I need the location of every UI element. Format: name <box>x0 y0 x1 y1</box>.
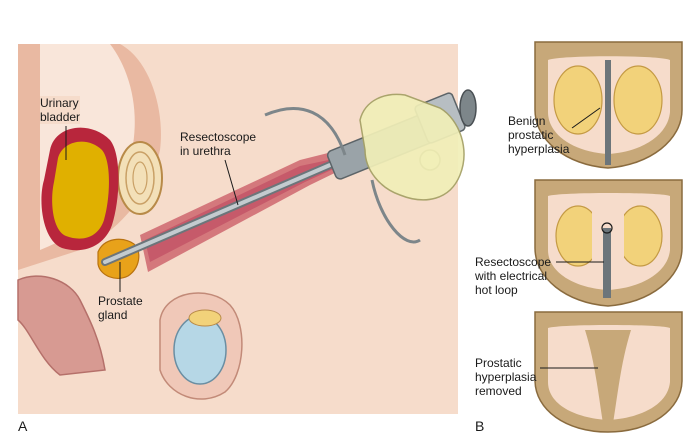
stage-2-illustration <box>534 179 683 307</box>
scope-pointer <box>224 159 239 206</box>
label-stage-2: Resectoscope with electrical hot loop <box>475 255 552 297</box>
label-resectoscope: Resectoscope in urethra <box>180 130 257 158</box>
stage-1-illustration <box>534 41 683 169</box>
panel-b-letter: B <box>475 418 485 434</box>
pubic-bone <box>117 141 163 215</box>
panel-a-letter: A <box>18 418 28 434</box>
label-prostate-gland: Prostate gland <box>98 294 143 322</box>
rectum <box>17 275 106 376</box>
stage-3-illustration <box>534 311 683 433</box>
label-stage-1: Benign prostatic hyperplasia <box>508 114 570 156</box>
testis <box>159 292 243 400</box>
label-urinary-bladder: Urinary bladder <box>40 96 81 124</box>
stage-1-pointer <box>571 107 601 129</box>
label-stage-3: Prostatic hyperplasia removed <box>475 356 537 398</box>
panel-a-anatomy <box>17 44 477 414</box>
urinary-bladder <box>41 127 119 251</box>
gloved-hand <box>359 93 465 201</box>
panel-b-stages <box>534 41 683 433</box>
